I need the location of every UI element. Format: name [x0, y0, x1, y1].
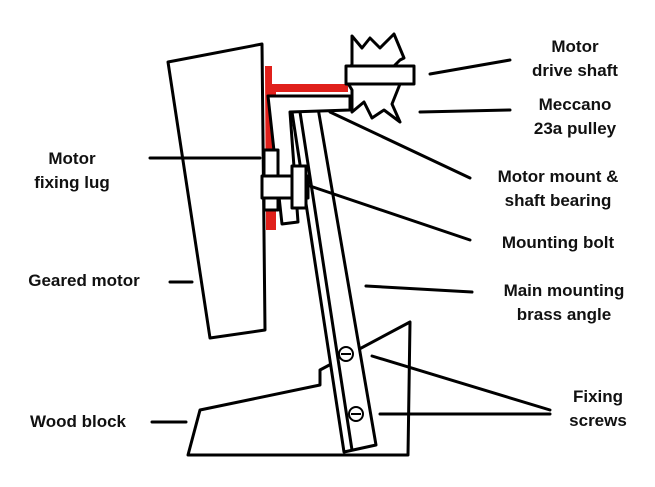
leader-motor-drive-shaft [428, 58, 512, 76]
label-mounting-bolt: Mounting bolt [502, 233, 615, 252]
label-fixing-screws-1: Fixing [573, 387, 623, 406]
label-motor-mount-1: Motor mount & [498, 167, 619, 186]
label-main-mounting-2: brass angle [517, 305, 612, 324]
mounting-bolt-nut [290, 164, 308, 210]
label-fixing-screws-2: screws [569, 411, 627, 430]
label-wood-block: Wood block [30, 412, 127, 431]
leader-fixing-screw-upper [370, 354, 552, 412]
label-motor-drive-shaft-1: Motor [551, 37, 599, 56]
leader-motor-mount [328, 110, 472, 180]
brass-angle-edge [298, 110, 354, 452]
leader-meccano-pulley [418, 108, 512, 114]
label-motor-drive-shaft-2: drive shaft [532, 61, 618, 80]
leader-mounting-bolt [308, 184, 472, 242]
label-meccano-pulley-2: 23a pulley [534, 119, 617, 138]
label-geared-motor: Geared motor [28, 271, 140, 290]
label-motor-fixing-lug-1: Motor [48, 149, 96, 168]
motor-mount-bracket [265, 66, 348, 230]
label-meccano-pulley-1: Meccano [539, 95, 612, 114]
leader-main-mounting [364, 284, 474, 294]
label-main-mounting-1: Main mounting [504, 281, 625, 300]
label-motor-fixing-lug-2: fixing lug [34, 173, 110, 192]
wood-block [186, 320, 412, 457]
motor-drive-shaft [344, 64, 416, 86]
label-motor-mount-2: shaft bearing [505, 191, 612, 210]
geared-motor [166, 42, 267, 340]
